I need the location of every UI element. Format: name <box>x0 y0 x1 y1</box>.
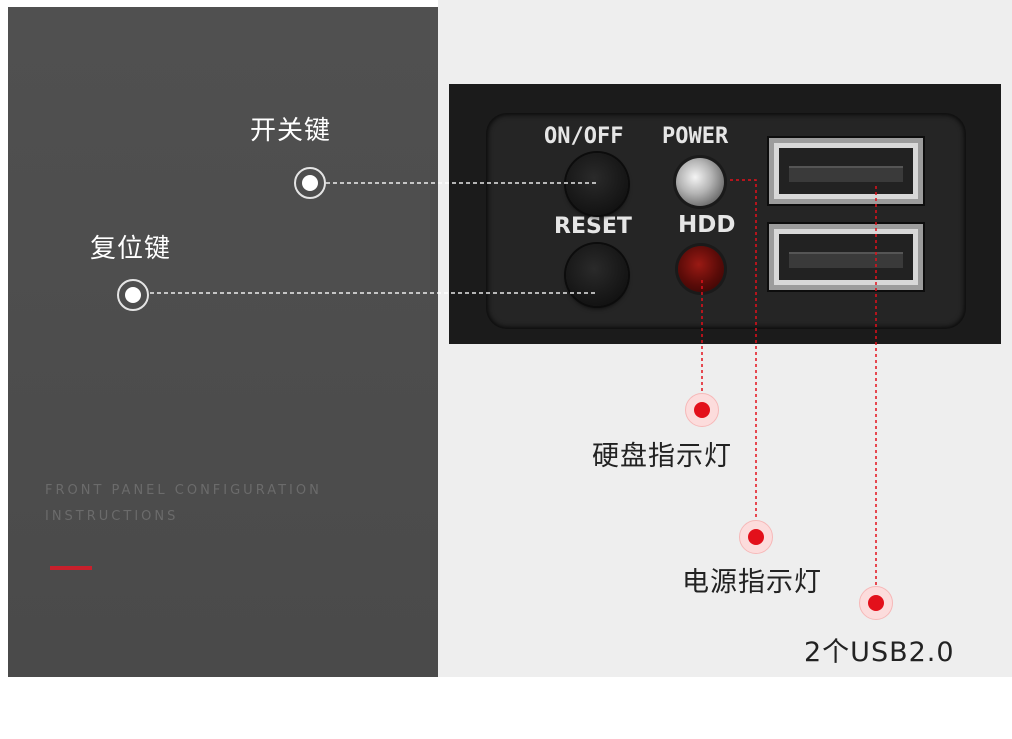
label-power-indicator: 电源指示灯 <box>682 567 822 598</box>
power-led <box>676 158 724 206</box>
hdd-led <box>678 246 724 292</box>
on-off-label: ON/OFF <box>544 124 624 149</box>
label-usb: 2个USB2.0 <box>804 637 955 668</box>
power-label: POWER <box>662 124 729 149</box>
on-off-button[interactable] <box>566 153 628 215</box>
label-hdd-indicator: 硬盘指示灯 <box>592 441 732 472</box>
power-marker <box>739 520 773 554</box>
usb-marker <box>859 586 893 620</box>
power-leader-line <box>730 179 757 520</box>
caption-line-1: FRONT PANEL CONFIGURATION <box>45 483 322 498</box>
caption-line-2: INSTRUCTIONS <box>45 509 179 524</box>
reset-marker <box>117 279 149 311</box>
label-switch-key: 开关键 <box>250 116 332 146</box>
usb-port-bottom[interactable] <box>767 222 925 292</box>
reset-button[interactable] <box>566 244 628 306</box>
reset-label: RESET <box>554 214 632 239</box>
hdd-marker <box>685 393 719 427</box>
switch-marker <box>294 167 326 199</box>
left-dark-panel <box>8 7 438 677</box>
label-reset-key: 复位键 <box>90 234 172 264</box>
front-panel-caption: FRONT PANEL CONFIGURATION INSTRUCTIONS <box>45 478 375 530</box>
usb-port-top[interactable] <box>767 136 925 206</box>
hdd-label: HDD <box>678 212 736 238</box>
accent-bar <box>50 566 92 570</box>
